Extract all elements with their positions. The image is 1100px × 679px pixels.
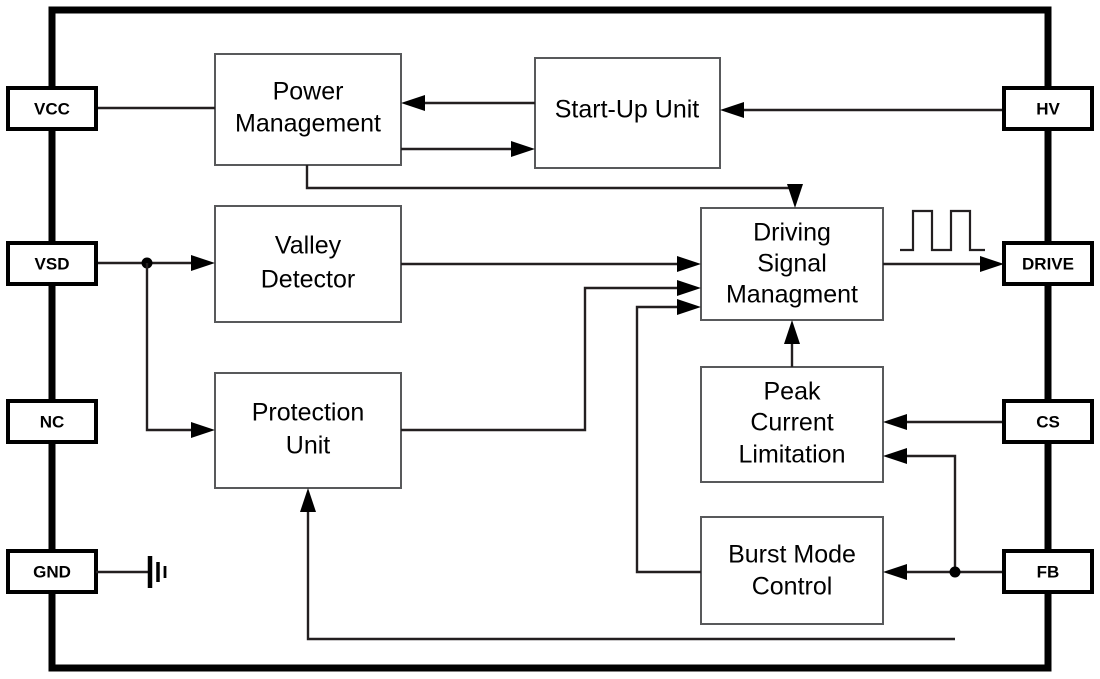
block-label-line-2: Signal	[757, 250, 827, 278]
block-label-line-1: Start-Up Unit	[555, 96, 700, 124]
wire-fb-to-peak-current	[883, 448, 957, 572]
arrowhead	[720, 102, 744, 118]
arrowhead	[191, 422, 215, 438]
arrowhead	[784, 320, 800, 344]
wire-valley-detector-to-driving-signal	[401, 256, 701, 272]
arrowhead	[677, 280, 701, 296]
block-rect	[214, 205, 402, 323]
pwm-waveform-icon	[900, 209, 985, 252]
pin-rect	[6, 241, 98, 286]
block-label-line-1: Peak	[764, 378, 821, 406]
pin-label: FB	[1037, 562, 1060, 581]
arrowhead	[787, 184, 803, 208]
pin-rect	[1002, 86, 1094, 131]
block-driving-signal-managment[interactable]: Driving Signal Managment	[700, 207, 884, 321]
block-peak-current-limitation[interactable]: Peak Current Limitation	[700, 366, 884, 483]
wire-start-up-to-power-management	[401, 95, 535, 111]
arrowhead	[883, 448, 907, 464]
arrowhead	[300, 488, 316, 512]
arrowhead	[511, 141, 535, 157]
pin-label: CS	[1036, 412, 1060, 431]
wire-protection-unit-to-driving-signal	[401, 280, 701, 432]
arrowhead	[191, 255, 215, 271]
block-label-line-2: Unit	[286, 432, 331, 460]
block-label-line-1: Power	[273, 78, 344, 106]
wire-cs-to-peak-current	[883, 414, 1004, 430]
block-protection-unit[interactable]: Protection Unit	[214, 372, 402, 489]
block-burst-mode-control[interactable]: Burst Mode Control	[700, 516, 884, 625]
wire-path	[306, 502, 955, 641]
pin-cs[interactable]: CS	[1002, 399, 1094, 444]
wire-fb-to-burst-mode	[883, 564, 1004, 580]
ground-icon	[147, 556, 167, 588]
pin-drive[interactable]: DRIVE	[1002, 241, 1094, 286]
block-rect	[700, 207, 884, 321]
wire-power-management-to-start-up	[401, 141, 535, 157]
block-label-line-2: Current	[750, 409, 833, 437]
pin-nc[interactable]: NC	[6, 399, 98, 444]
block-label-line-2: Detector	[261, 266, 355, 294]
block-start-up-unit[interactable]: Start-Up Unit	[534, 57, 721, 169]
block-rect	[534, 57, 721, 169]
wire-vsd-to-valley-detector	[96, 255, 215, 271]
pin-label: VCC	[34, 99, 70, 118]
block-label-line-3: Limitation	[739, 441, 846, 469]
arrowhead	[883, 564, 907, 580]
junction-dot-fb	[949, 566, 961, 578]
pin-label: VSD	[35, 254, 70, 273]
pin-label: GND	[33, 562, 71, 581]
wire-path	[305, 165, 797, 194]
pin-rect	[6, 399, 98, 444]
wire-path	[897, 454, 957, 572]
block-label-line-1: Burst Mode	[728, 541, 856, 569]
wire-path	[635, 305, 701, 574]
wire-hv-to-start-up-unit	[720, 102, 1004, 118]
block-label-line-1: Protection	[252, 399, 365, 427]
arrowhead	[980, 256, 1004, 272]
block-label-line-2: Management	[235, 110, 381, 138]
pin-fb[interactable]: FB	[1002, 549, 1094, 594]
block-label-line-3: Managment	[726, 281, 858, 309]
pin-label: HV	[1036, 99, 1060, 118]
block-label-line-1: Valley	[275, 232, 342, 260]
arrowhead	[883, 414, 907, 430]
wire-path	[401, 286, 687, 432]
wire-path	[145, 263, 201, 432]
block-valley-detector[interactable]: Valley Detector	[214, 205, 402, 323]
block-label-line-2: Control	[752, 573, 833, 601]
block-power-management[interactable]: Power Management	[214, 53, 402, 166]
pin-hv[interactable]: HV	[1002, 86, 1094, 131]
arrowhead	[677, 299, 701, 315]
wire-bottom-feedback-to-protection-unit	[300, 488, 955, 641]
pin-rect	[6, 549, 98, 594]
pin-label: DRIVE	[1022, 254, 1074, 273]
arrowhead	[401, 95, 425, 111]
square-wave-path	[900, 209, 985, 252]
wire-driving-signal-to-drive	[883, 256, 1004, 272]
block-rect	[700, 366, 884, 483]
pin-rect	[1002, 241, 1094, 286]
pin-rect	[6, 86, 98, 131]
block-label-line-1: Driving	[753, 219, 831, 247]
pin-vsd[interactable]: VSD	[6, 241, 98, 286]
wire-peak-current-to-driving-signal	[784, 320, 800, 367]
pin-rect	[1002, 549, 1094, 594]
wire-power-management-to-driving-signal	[305, 165, 803, 208]
pin-gnd[interactable]: GND	[6, 549, 98, 594]
block-rect	[214, 53, 402, 166]
block-rect	[700, 516, 884, 625]
block-rect	[214, 372, 402, 489]
pin-label: NC	[40, 412, 65, 431]
pin-rect	[1002, 399, 1094, 444]
wire-vsd-to-protection-unit	[145, 263, 215, 438]
pin-vcc[interactable]: VCC	[6, 86, 98, 131]
wire-burst-mode-to-driving-signal	[635, 299, 701, 574]
arrowhead	[677, 256, 701, 272]
